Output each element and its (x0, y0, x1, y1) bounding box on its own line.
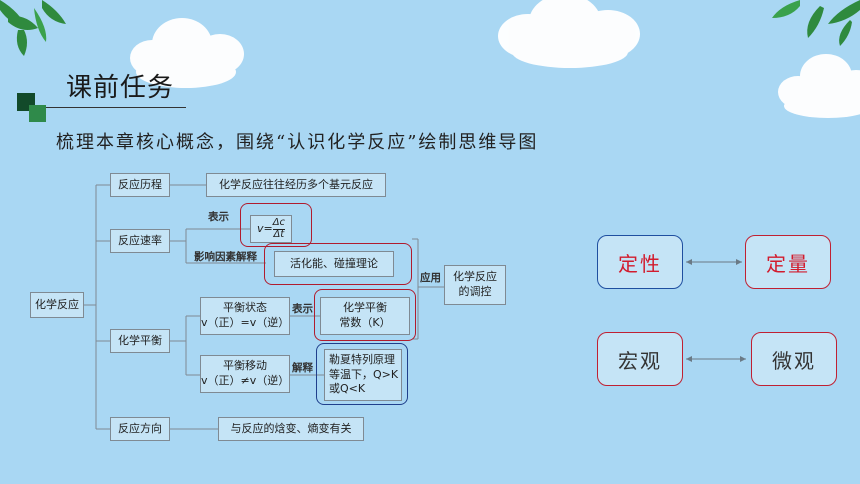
equilibrium-shift-node: 平衡移动 v（正）≠v（逆） (200, 355, 290, 393)
rate-node: 反应速率 (110, 229, 170, 253)
equilibrium-state-node: 平衡状态 v（正）=v（逆） (200, 297, 290, 335)
quantitative-box: 定量 (745, 235, 831, 289)
regulation-node: 化学反应 的调控 (444, 265, 506, 305)
regulation-line2: 的调控 (458, 285, 492, 298)
history-desc: 化学反应往往经历多个基元反应 (206, 173, 386, 197)
principle-line2: 等温下，Q>K (329, 367, 399, 381)
direction-node: 反应方向 (110, 417, 170, 441)
highlight-principle (316, 343, 408, 405)
root-node: 化学反应 (30, 292, 84, 318)
explain-label: 解释 (292, 362, 313, 374)
constant-line1: 化学平衡 (343, 301, 387, 315)
leaf-icon (772, 0, 860, 46)
state-condition: v（正）=v（逆） (201, 316, 290, 329)
task-description: 梳理本章核心概念，围绕“认识化学反应”绘制思维导图 (56, 132, 539, 153)
application-label: 应用 (420, 272, 441, 284)
regulation-line1: 化学反应 (453, 270, 497, 284)
factors-label: 影响因素解释 (194, 251, 257, 263)
connector-lines (82, 184, 444, 430)
state-title: 平衡状态 (223, 301, 267, 315)
theory-node: 活化能、碰撞理论 (274, 251, 394, 277)
cloud-icon (498, 0, 640, 68)
cloud-icon (778, 54, 860, 118)
highlight-formula (240, 203, 312, 247)
history-node: 反应历程 (110, 173, 170, 197)
title-underline (46, 107, 186, 108)
highlight-theory (264, 243, 412, 285)
highlight-constant (314, 289, 416, 341)
represent-label-2: 表示 (292, 303, 313, 315)
constant-line2: 常数（K） (339, 316, 391, 329)
shift-condition: v（正）≠v（逆） (201, 374, 290, 387)
shift-title: 平衡移动 (223, 359, 267, 373)
represent-label: 表示 (208, 211, 229, 223)
accent-square (29, 105, 46, 122)
fraction: Δc Δt (272, 217, 286, 240)
macro-box: 宏观 (597, 332, 683, 386)
qualitative-box: 定性 (597, 235, 683, 289)
cloud-icon (130, 18, 244, 88)
page-title: 课前任务 (66, 73, 175, 103)
leaf-icon (0, 0, 66, 56)
rate-formula: v= Δc Δt (250, 215, 292, 243)
constant-node: 化学平衡 常数（K） (320, 297, 410, 335)
direction-desc: 与反应的焓变、熵变有关 (218, 417, 364, 441)
formula-denominator: Δt (273, 228, 285, 240)
micro-box: 微观 (751, 332, 837, 386)
formula-v: v= (256, 221, 273, 235)
mind-map: 化学反应 反应历程 化学反应往往经历多个基元反应 反应速率 表示 v= Δc Δ… (24, 165, 524, 445)
formula-numerator: Δc (272, 217, 286, 228)
principle-node: 勒夏特列原理 等温下，Q>K 或Q<K (324, 349, 402, 401)
principle-line3: 或Q<K (329, 382, 366, 396)
principle-line1: 勒夏特列原理 (329, 352, 395, 366)
equilibrium-node: 化学平衡 (110, 329, 170, 353)
